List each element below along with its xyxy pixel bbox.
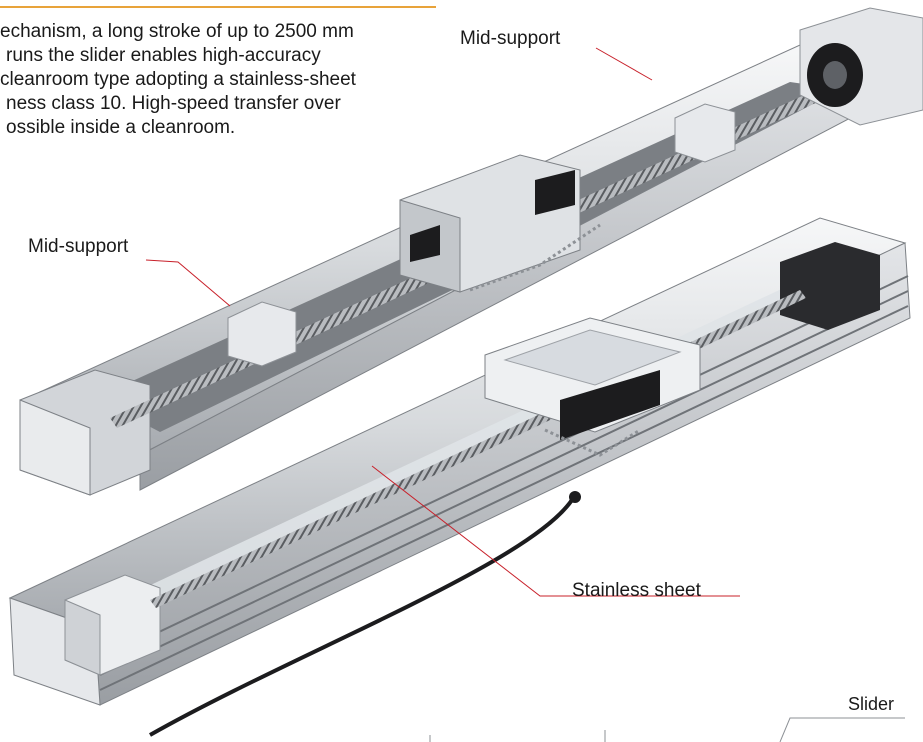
mid-support-top-label: Mid-support xyxy=(460,28,561,49)
leader-mid-support-left xyxy=(145,259,231,307)
stainless-sheet-label: Stainless sheet xyxy=(572,580,701,601)
lower-actuator xyxy=(8,217,911,737)
intro-line: ness class 10. High-speed transfer over xyxy=(6,93,341,114)
leader-mid-support-top xyxy=(595,47,653,81)
leader-slider xyxy=(779,717,905,742)
mid-support-left-label: Mid-support xyxy=(28,236,129,257)
leader-lines xyxy=(145,47,905,742)
intro-line: runs the slider enables high-accuracy xyxy=(6,45,321,66)
slider-label: Slider xyxy=(848,694,895,714)
intro-text: echanism, a long stroke of up to 2500 mm… xyxy=(0,20,470,140)
accent-rule xyxy=(0,6,436,8)
intro-line: cleanroom type adopting a stainless-shee… xyxy=(0,69,356,90)
intro-line: echanism, a long stroke of up to 2500 mm xyxy=(0,21,354,42)
upper-actuator xyxy=(19,7,923,496)
intro-line: ossible inside a cleanroom. xyxy=(6,117,236,138)
leader-stainless-sheet xyxy=(371,465,740,597)
